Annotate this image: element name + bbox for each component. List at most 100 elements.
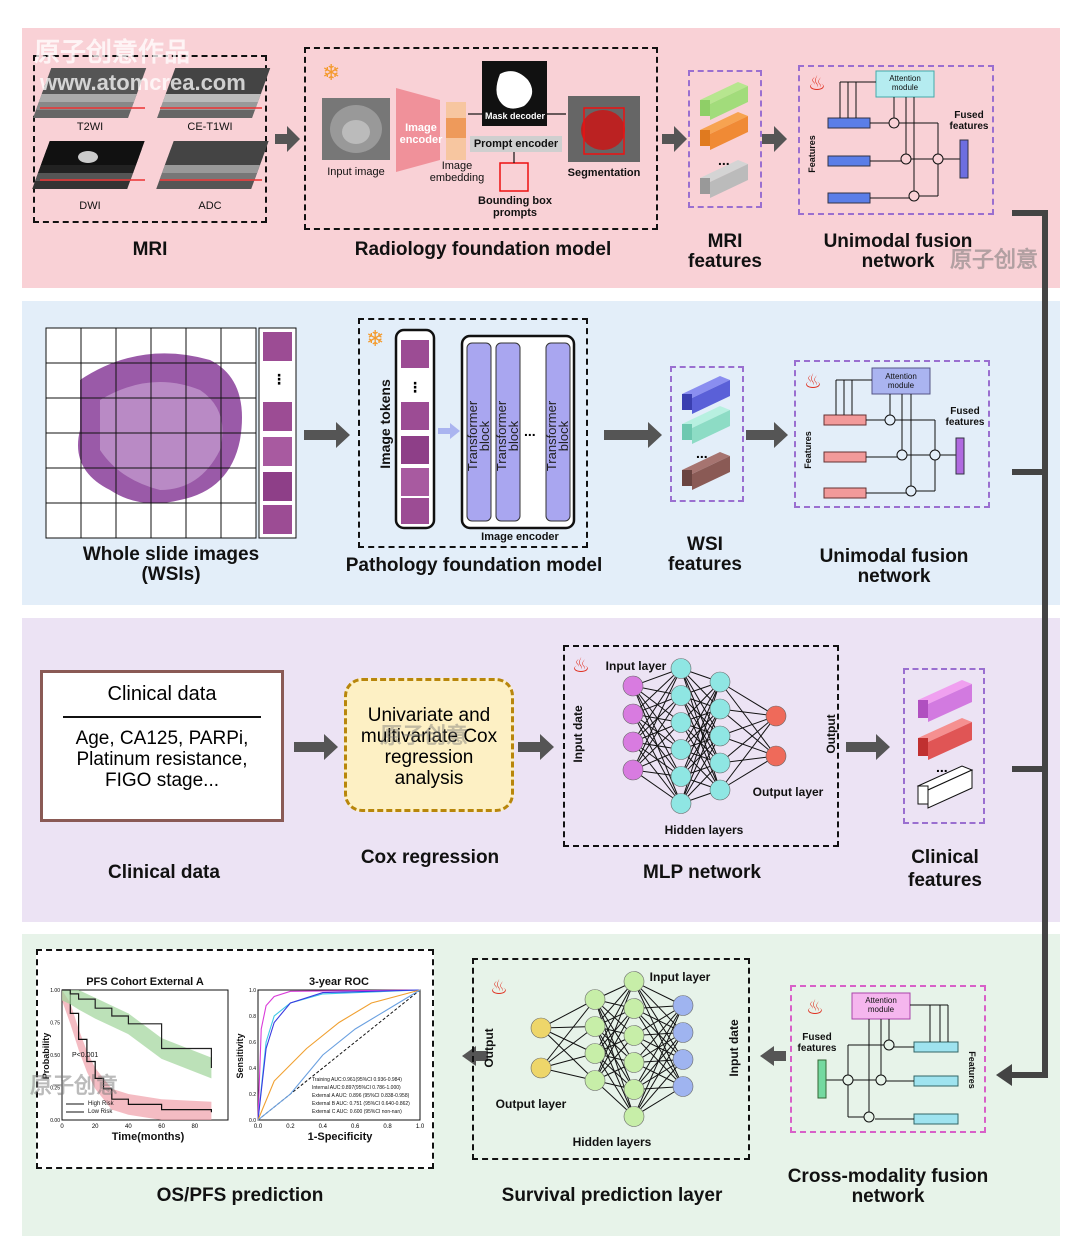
cet1wi-stack	[157, 68, 271, 118]
roc-curve	[257, 989, 421, 1121]
segmentation-label: Segmentation	[567, 167, 641, 179]
clinical-card-heading: Clinical data	[107, 683, 217, 705]
network-node	[709, 671, 731, 693]
surv-output-layer-label: Output layer	[495, 1097, 567, 1111]
mlp-box	[563, 645, 839, 847]
network-node	[670, 658, 692, 679]
watermark-text: 原子创意	[950, 247, 1039, 272]
svg-text:♨: ♨	[572, 653, 590, 677]
mlp-input-layer-label: Input layer	[605, 659, 667, 673]
network-node	[623, 1025, 645, 1046]
km-xtick: 60	[158, 1124, 165, 1130]
surv-input-date-label: Input date	[727, 1019, 741, 1077]
clinical-features-box	[903, 668, 985, 824]
network-node	[765, 705, 787, 727]
cox-box: Univariate and multivariate Cox regressi…	[344, 678, 514, 812]
attention-label-2: Attention module	[885, 372, 917, 390]
network-node	[672, 1076, 694, 1097]
km-ci-band	[62, 990, 212, 1079]
adc-label: ADC	[198, 200, 222, 212]
network-node	[709, 752, 731, 774]
roc-ytick: 0.4	[249, 1066, 256, 1072]
adc-stack	[156, 141, 269, 189]
wsi-features-title: WSI features	[668, 534, 742, 575]
network-edge	[540, 999, 596, 1069]
network-node	[623, 971, 645, 992]
km-xlabel: Time(months)	[111, 1131, 185, 1143]
mask-decoder-label: Mask decoder	[484, 111, 546, 121]
svg-text:♨: ♨	[806, 995, 824, 1019]
roc-curve	[257, 989, 421, 1121]
roc-curve	[257, 989, 421, 1121]
network-edge	[632, 668, 682, 771]
network-edge	[719, 755, 777, 791]
mlp-graph	[622, 658, 787, 814]
clinical-data-title: Clinical data	[108, 862, 220, 883]
network-edge	[633, 1059, 684, 1117]
cet1wi-label: CE-T1WI	[187, 121, 233, 133]
network-node	[765, 745, 787, 767]
network-edge	[719, 715, 777, 791]
survival-title: Survival prediction layer	[501, 1185, 723, 1206]
network-node	[584, 1016, 606, 1037]
network-edge	[719, 715, 777, 764]
fusion-title-1: Unimodal fusion network	[823, 231, 973, 272]
mri-title: MRI	[132, 239, 168, 260]
roc-xtick: 0.2	[286, 1124, 295, 1130]
roc-legend-item: Internal AUC:0.897(95%CI 0.786-1.000)	[312, 1085, 401, 1091]
clinical-features-title: Clinical features	[908, 847, 982, 891]
roc-xtick: 0.8	[383, 1124, 392, 1130]
network-node	[623, 998, 645, 1019]
clinical-feature-bars	[916, 680, 974, 809]
mlp-hidden-label: Hidden layers	[664, 823, 744, 837]
network-edge	[540, 1026, 596, 1069]
cross-fusion-box	[790, 985, 986, 1133]
roc-xtick: 0.6	[351, 1124, 360, 1130]
cross-features-label: Features	[967, 1051, 977, 1089]
dwi-label: DWI	[79, 200, 101, 212]
network-node	[584, 1043, 606, 1064]
svg-text:♨: ♨	[804, 369, 822, 393]
network-edge	[633, 1005, 684, 1063]
network-node	[623, 1052, 645, 1073]
network-node	[709, 779, 731, 801]
radiology-foundation-title: Radiology foundation model	[354, 239, 612, 260]
svg-text:⋮: ⋮	[272, 371, 286, 387]
image-encoder-label-2: Image encoder	[481, 531, 559, 543]
network-node	[622, 759, 644, 781]
km-legend-high: High Risk	[88, 1101, 114, 1107]
roc-curve	[257, 989, 421, 1121]
roc-xtick: 0.0	[254, 1124, 263, 1130]
arrow-mri	[275, 126, 300, 152]
network-node	[670, 712, 692, 733]
mri-feature-bars	[700, 82, 748, 198]
radiology-foundation-box	[304, 47, 658, 230]
fused-label-1: Fused features	[949, 110, 989, 132]
pathology-foundation-box	[358, 318, 588, 548]
watermark-text: 原子创意作品	[34, 37, 191, 67]
km-curve	[62, 989, 212, 1113]
km-xtick: 20	[92, 1124, 99, 1130]
fused-label-2: Fused features	[945, 406, 985, 428]
wsi-title: Whole slide images (WSIs)	[82, 544, 260, 585]
fusion-title-2: Unimodal fusion network	[819, 546, 969, 587]
km-legend-low: Low Risk	[88, 1109, 113, 1115]
clinical-data-card: Clinical data Age, CA125, PARPi, Platinu…	[40, 670, 284, 822]
km-xtick: 0	[60, 1124, 64, 1130]
image-encoder-shape	[396, 88, 440, 172]
network-node	[623, 1106, 645, 1127]
network-node	[530, 1017, 552, 1039]
cox-title: Cox regression	[360, 847, 500, 868]
network-edge	[540, 1027, 596, 1081]
network-edge	[594, 981, 635, 1054]
km-ytick: 0.75	[50, 1021, 60, 1027]
t2wi-label: T2WI	[76, 121, 104, 133]
roc-xlabel: 1-Specificity	[307, 1131, 373, 1143]
mri-features-title: MRI features	[688, 231, 762, 272]
network-node	[670, 739, 692, 760]
km-xtick: 40	[125, 1124, 132, 1130]
